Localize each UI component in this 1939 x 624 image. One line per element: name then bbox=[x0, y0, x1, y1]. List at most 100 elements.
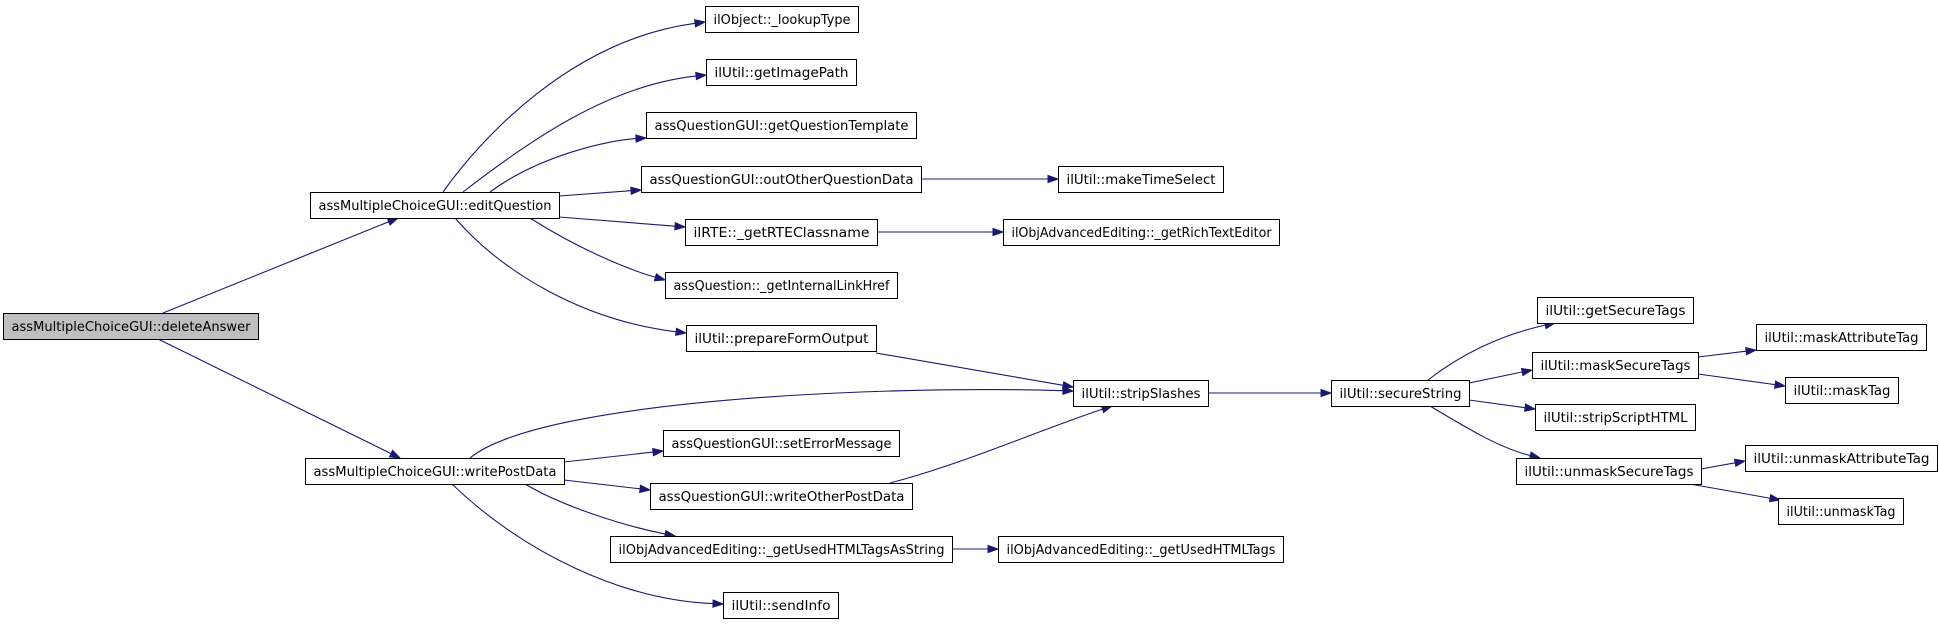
graph-node[interactable]: assQuestionGUI::outOtherQuestionData bbox=[641, 166, 922, 193]
edge-line bbox=[1697, 350, 1747, 358]
graph-node[interactable]: ilUtil::stripScriptHTML bbox=[1535, 404, 1696, 431]
arrowhead-icon bbox=[675, 327, 688, 337]
graph-node[interactable]: ilUtil::unmaskSecureTags bbox=[1516, 458, 1702, 485]
graph-node[interactable]: ilUtil::makeTimeSelect bbox=[1058, 166, 1224, 193]
graph-node[interactable]: assQuestionGUI::writeOtherPostData bbox=[650, 483, 913, 510]
node-label: assQuestionGUI::getQuestionTemplate bbox=[655, 119, 909, 134]
arrowhead-icon bbox=[1768, 493, 1782, 503]
edge-n1-to-n8 bbox=[558, 216, 687, 231]
graph-node[interactable]: assMultipleChoiceGUI::editQuestion bbox=[310, 192, 560, 219]
node-box bbox=[686, 325, 877, 352]
node-box bbox=[1537, 297, 1694, 324]
edge-line bbox=[162, 221, 389, 314]
node-label: ilRTE::_getRTEClassname bbox=[694, 226, 870, 241]
edge-n13-to-n15 bbox=[1468, 367, 1534, 384]
arrowhead-icon bbox=[388, 449, 402, 459]
graph-node[interactable]: ilUtil::getImagePath bbox=[706, 59, 857, 86]
node-box bbox=[1058, 166, 1224, 193]
node-box bbox=[1785, 377, 1899, 404]
edge-n8-to-n9 bbox=[877, 227, 1005, 237]
node-box bbox=[705, 6, 859, 33]
edge-n24-to-n25 bbox=[952, 544, 1000, 554]
arrowhead-icon bbox=[695, 71, 708, 81]
arrowhead-icon bbox=[639, 484, 652, 494]
node-label: ilObjAdvancedEditing::_getUsedHTMLTags bbox=[1007, 543, 1276, 558]
node-label: assMultipleChoiceGUI::deleteAnswer bbox=[12, 320, 252, 335]
graph-node[interactable]: ilUtil::secureString bbox=[1331, 380, 1470, 407]
graph-node[interactable]: ilRTE::_getRTEClassname bbox=[685, 219, 878, 246]
node-box bbox=[305, 458, 565, 485]
edge-n13-to-n19 bbox=[1429, 405, 1542, 460]
arrowhead-icon bbox=[1062, 386, 1075, 395]
arrowhead-icon bbox=[653, 272, 667, 282]
graph-node[interactable]: assQuestionGUI::getQuestionTemplate bbox=[646, 112, 917, 139]
graph-node[interactable]: ilUtil::unmaskTag bbox=[1778, 498, 1904, 525]
edge-n6-to-n7 bbox=[921, 174, 1060, 184]
node-box bbox=[1535, 404, 1696, 431]
edge-line bbox=[563, 479, 641, 490]
edge-n15-to-n17 bbox=[1697, 373, 1787, 389]
node-label: assQuestion::_getInternalLinkHref bbox=[674, 279, 890, 294]
node-label: ilUtil::secureString bbox=[1340, 387, 1462, 402]
edge-line bbox=[558, 190, 632, 197]
node-box bbox=[3, 313, 259, 340]
arrowhead-icon bbox=[1745, 346, 1758, 356]
graph-node[interactable]: ilUtil::sendInfo bbox=[723, 592, 839, 619]
graph-node[interactable]: ilObjAdvancedEditing::_getUsedHTMLTags bbox=[998, 536, 1284, 563]
node-label: ilObject::_lookupType bbox=[714, 13, 851, 28]
node-box bbox=[1532, 352, 1699, 379]
edge-line bbox=[469, 389, 1064, 459]
node-box bbox=[665, 272, 898, 299]
graph-node[interactable]: ilUtil::maskAttributeTag bbox=[1756, 324, 1927, 351]
edge-line bbox=[558, 216, 676, 227]
arrowhead-icon bbox=[712, 599, 725, 608]
node-label: ilUtil::unmaskAttributeTag bbox=[1754, 452, 1930, 467]
edge-line bbox=[875, 352, 1064, 386]
node-label: assMultipleChoiceGUI::editQuestion bbox=[319, 199, 552, 214]
edge-n1-to-n6 bbox=[558, 186, 643, 197]
node-label: assMultipleChoiceGUI::writePostData bbox=[314, 465, 557, 480]
node-box bbox=[310, 192, 560, 219]
graph-node[interactable]: assQuestion::_getInternalLinkHref bbox=[665, 272, 898, 299]
edge-n23-to-n12 bbox=[889, 405, 1114, 484]
edge-line bbox=[442, 22, 696, 193]
edge-line bbox=[524, 483, 666, 535]
graph-node[interactable]: ilUtil::getSecureTags bbox=[1537, 297, 1694, 324]
arrowhead-icon bbox=[652, 447, 665, 457]
graph-node[interactable]: ilObjAdvancedEditing::_getUsedHTMLTagsAs… bbox=[610, 536, 953, 563]
node-label: ilUtil::unmaskSecureTags bbox=[1525, 465, 1694, 480]
graph-node[interactable]: ilObject::_lookupType bbox=[705, 6, 859, 33]
graph-node-root[interactable]: assMultipleChoiceGUI::deleteAnswer bbox=[3, 313, 259, 340]
graph-node[interactable]: ilUtil::maskSecureTags bbox=[1532, 352, 1699, 379]
node-box bbox=[723, 592, 839, 619]
edge-line bbox=[462, 75, 697, 193]
graph-node[interactable]: ilUtil::stripSlashes bbox=[1073, 380, 1209, 407]
edge-n2-to-n26 bbox=[451, 483, 725, 608]
node-box bbox=[998, 536, 1284, 563]
graph-node[interactable]: ilUtil::unmaskAttributeTag bbox=[1745, 445, 1938, 472]
edge-n15-to-n16 bbox=[1697, 346, 1758, 358]
edge-line bbox=[451, 483, 714, 605]
node-label: ilUtil::maskAttributeTag bbox=[1765, 331, 1919, 346]
node-box bbox=[663, 430, 900, 457]
graph-node[interactable]: ilObjAdvancedEditing::_getRichTextEditor bbox=[1003, 219, 1280, 246]
node-label: ilUtil::stripSlashes bbox=[1082, 387, 1201, 402]
graph-node[interactable]: ilUtil::prepareFormOutput bbox=[686, 325, 877, 352]
arrowhead-icon bbox=[1061, 380, 1075, 390]
edge-line bbox=[1427, 324, 1546, 381]
graph-node[interactable]: assMultipleChoiceGUI::writePostData bbox=[305, 458, 565, 485]
edge-line bbox=[1689, 483, 1771, 499]
arrowhead-icon bbox=[694, 19, 707, 28]
edge-line bbox=[889, 408, 1103, 484]
edge-n0-to-n2 bbox=[157, 338, 402, 459]
graph-node[interactable]: assQuestionGUI::setErrorMessage bbox=[663, 430, 900, 457]
node-box bbox=[1745, 445, 1938, 472]
graph-node[interactable]: ilUtil::maskTag bbox=[1785, 377, 1899, 404]
arrowhead-icon bbox=[992, 227, 1005, 237]
edge-n12-to-n13 bbox=[1208, 388, 1333, 398]
edge-n1-to-n4 bbox=[462, 71, 708, 193]
node-box bbox=[1331, 380, 1470, 407]
node-label: ilUtil::prepareFormOutput bbox=[695, 332, 869, 347]
arrowhead-icon bbox=[1774, 380, 1787, 389]
node-label: ilUtil::maskSecureTags bbox=[1541, 359, 1691, 374]
